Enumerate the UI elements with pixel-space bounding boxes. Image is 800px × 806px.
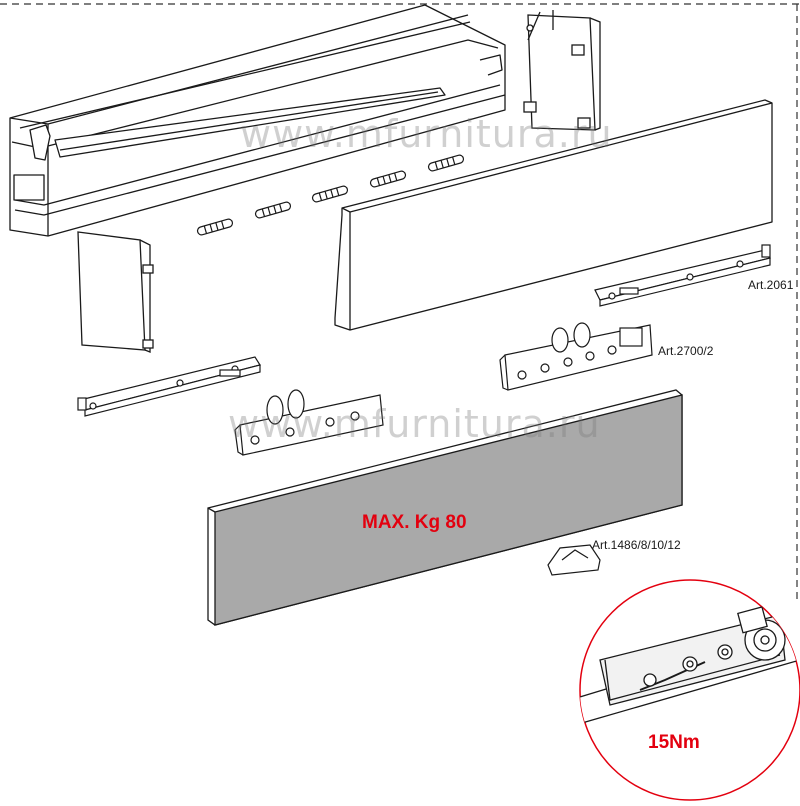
watermark-top: www.mfurnitura.ru: [240, 112, 613, 156]
label-art-1486: Art.1486/8/10/12: [592, 538, 681, 552]
damper-left: [77, 356, 261, 417]
top-rail-profile: [9, 4, 506, 237]
connector-pins: [196, 154, 465, 236]
left-end-cap: [77, 231, 154, 353]
label-art-2061: Art.2061: [748, 278, 794, 292]
label-art-2700: Art.2700/2: [658, 344, 714, 358]
max-load-label: MAX. Kg 80: [362, 512, 467, 533]
carriage-left: [234, 389, 384, 456]
cover-strip: [334, 99, 773, 331]
detail-circle: [579, 579, 800, 801]
torque-label: 15Nm: [648, 732, 700, 753]
floor-guide: [547, 544, 601, 576]
door-panel: [207, 389, 683, 626]
watermark-middle: www.mfurnitura.ru: [228, 402, 601, 446]
right-end-cap: [523, 10, 601, 131]
carriage-right: [499, 322, 653, 391]
damper-right: [594, 244, 771, 307]
dashed-frame: [0, 3, 800, 600]
